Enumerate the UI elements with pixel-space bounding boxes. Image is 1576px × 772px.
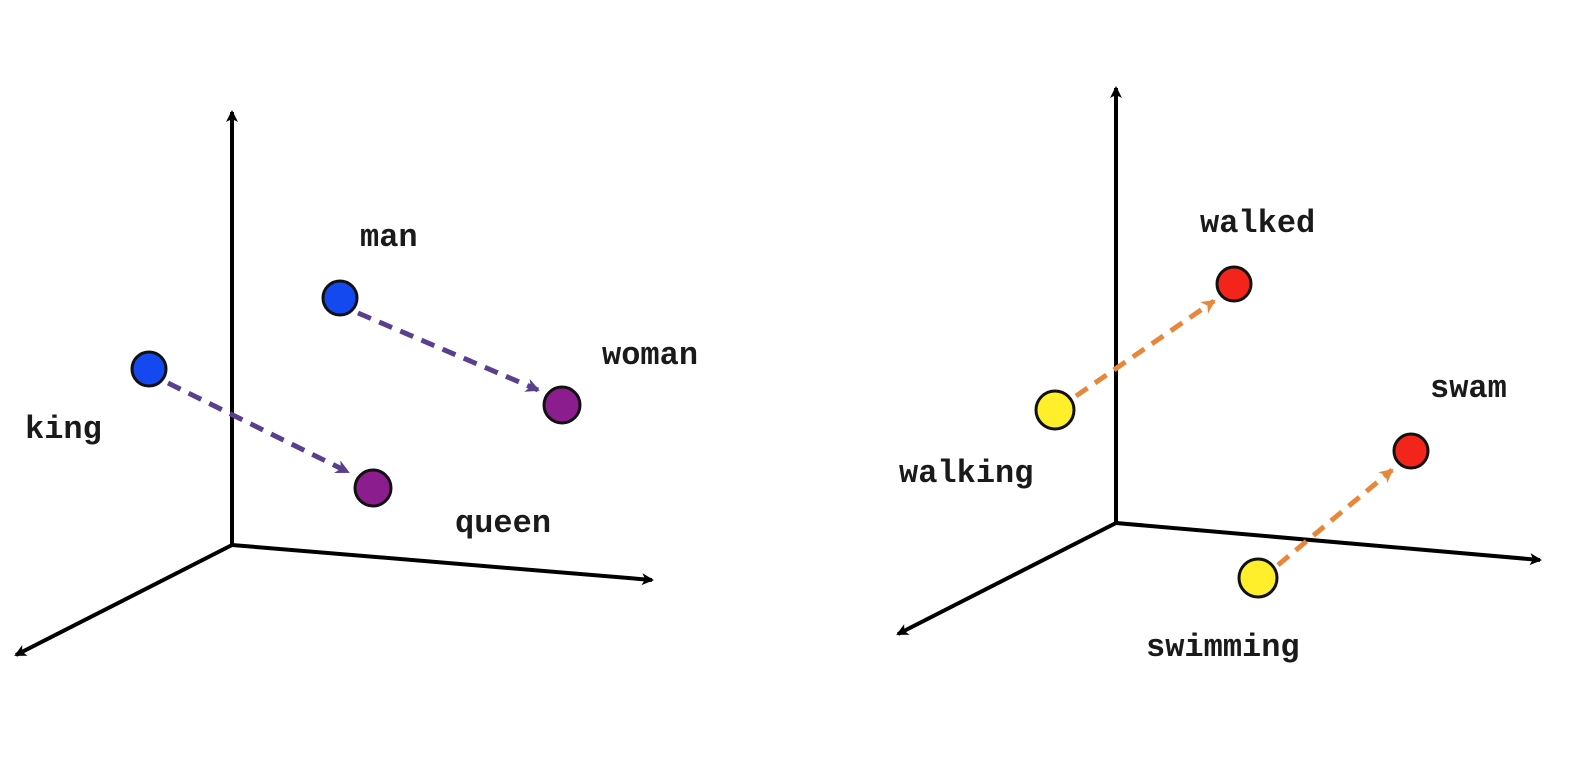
left-panel: man woman king queen: [14, 110, 698, 657]
word-label-king: king: [25, 411, 102, 448]
right-panel: walked walking swam swimming: [896, 86, 1542, 666]
king-point: [130, 350, 168, 388]
right-axis-z: [896, 521, 1117, 636]
man-to-woman-arrow: [357, 310, 540, 393]
word-label-woman: woman: [602, 337, 698, 374]
swimming-point: [1237, 557, 1279, 599]
queen-point: [353, 468, 393, 508]
word-label-walked: walked: [1200, 205, 1315, 242]
swimming-to-swam-arrow: [1276, 468, 1394, 567]
right-axis-x: [1115, 521, 1542, 566]
king-to-queen-arrow: [166, 380, 350, 475]
left-axis-z: [14, 543, 233, 657]
swam-point: [1392, 432, 1430, 470]
word-label-swam: swam: [1430, 370, 1507, 407]
word-label-queen: queen: [455, 505, 551, 542]
word-label-man: man: [360, 219, 418, 256]
walked-point: [1215, 265, 1253, 303]
left-axis-x: [231, 543, 654, 586]
left-axes: [14, 110, 654, 657]
word-label-swimming: swimming: [1146, 629, 1300, 666]
man-point: [321, 279, 359, 317]
walking-to-walked-arrow: [1074, 298, 1216, 399]
word-label-walking: walking: [899, 455, 1033, 492]
woman-point: [542, 385, 582, 425]
right-axes: [896, 86, 1542, 636]
walking-point: [1034, 389, 1076, 431]
